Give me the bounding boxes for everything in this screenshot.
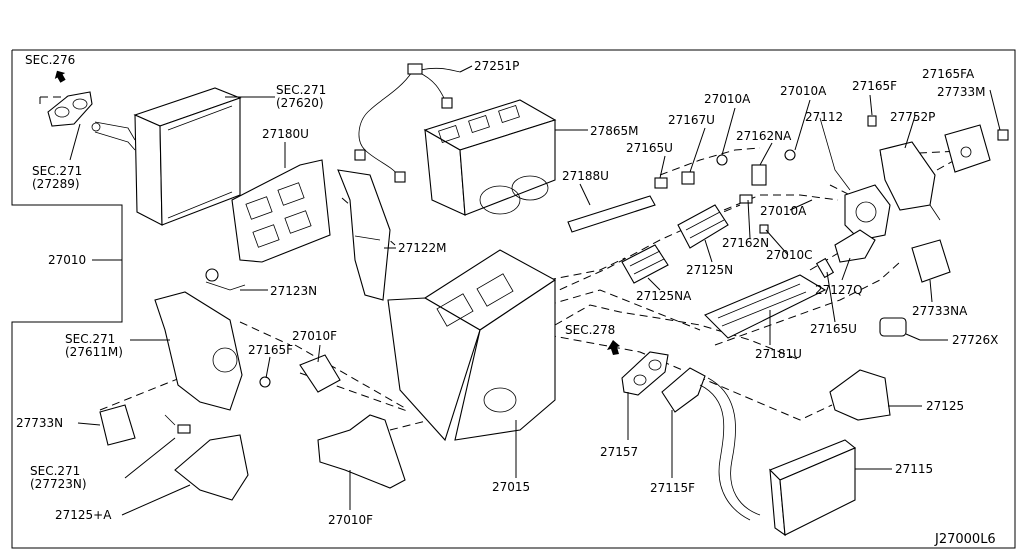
- motor-27726X-part: [879, 317, 921, 341]
- evaporator-flange-part: [47, 91, 93, 127]
- evaporator-core-part: [91, 87, 242, 226]
- label-sec278: SEC.278: [565, 323, 615, 337]
- label-27122M: 27122M: [398, 241, 447, 255]
- strip-27188U-part: [567, 195, 656, 233]
- label-sec271-mid: SEC.271: [65, 332, 115, 346]
- bracket-27010F-lower-part: [317, 414, 406, 489]
- vent-27125NA-part: [621, 244, 669, 284]
- label-ref27611M: (27611M): [65, 345, 123, 359]
- label-27165F-top: 27165F: [852, 79, 897, 93]
- sensor-27723N-part: [164, 414, 191, 434]
- label-27165U-2: 27165U: [810, 322, 857, 336]
- label-27010: 27010: [48, 253, 86, 267]
- heater-unit-27015-part: [387, 249, 557, 442]
- label-27157: 27157: [600, 445, 638, 459]
- label-27115: 27115: [895, 462, 933, 476]
- label-27010A-3: 27010A: [760, 204, 807, 218]
- part-27123N: [205, 268, 246, 291]
- grille-27181U-part: [704, 274, 827, 339]
- label-27165U-1: 27165U: [626, 141, 673, 155]
- label-27127Q: 27127Q: [815, 283, 863, 297]
- label-27726X: 27726X: [952, 333, 998, 347]
- label-ref27289: (27289): [32, 177, 80, 191]
- duct-27125A-part: [174, 434, 249, 501]
- clip-27165U-part: [815, 257, 835, 279]
- label-27167U: 27167U: [668, 113, 715, 127]
- label-27165FA: 27165FA: [922, 67, 975, 81]
- leader-lines: [69, 65, 1001, 516]
- duct-27125-part: [829, 369, 891, 421]
- label-27162N: 27162N: [722, 236, 769, 250]
- diagram-id: J27000L6: [934, 532, 996, 547]
- intake-unit-27865M-part: [423, 99, 557, 216]
- label-27188U: 27188U: [562, 169, 609, 183]
- heater-core-27115-part: [769, 439, 857, 537]
- label-27181U: 27181U: [755, 347, 802, 361]
- label-27162NA: 27162NA: [736, 129, 792, 143]
- arrow-icon: [607, 340, 620, 355]
- label-27865M: 27865M: [590, 124, 639, 138]
- label-ref27620: (27620): [276, 96, 324, 110]
- actuator-27733N-part: [99, 404, 136, 446]
- label-27123N: 27123N: [270, 284, 317, 298]
- label-27015: 27015: [492, 480, 530, 494]
- label-27010A-1: 27010A: [704, 92, 751, 106]
- label-27125N: 27125N: [686, 263, 733, 277]
- wire-harness-27251P-part: [354, 63, 461, 183]
- bracket-27752P-part: [879, 141, 941, 221]
- duct-27122M-part: [337, 169, 391, 301]
- label-27010C: 27010C: [766, 248, 813, 262]
- callout-labels: SEC.276 SEC.271 (27620) SEC.271 (27289) …: [16, 53, 998, 547]
- label-27180U: 27180U: [262, 127, 309, 141]
- label-27115F: 27115F: [650, 481, 695, 495]
- label-27010A-2: 27010A: [780, 84, 827, 98]
- gasket-27157-part: [621, 351, 669, 396]
- vent-27125N-part: [677, 204, 729, 249]
- actuator-27733M-part: [944, 124, 991, 173]
- label-27752P: 27752P: [890, 110, 935, 124]
- blower-case-27611M-part: [154, 291, 243, 411]
- label-sec276: SEC.276: [25, 53, 75, 67]
- label-27125: 27125: [926, 399, 964, 413]
- label-sec271-top: SEC.271: [276, 83, 326, 97]
- arrow-icon: [54, 70, 66, 83]
- label-27125A: 27125+A: [55, 508, 112, 522]
- bracket-27010F-upper-part: [299, 354, 341, 393]
- label-27010F-2: 27010F: [328, 513, 373, 527]
- label-27125NA: 27125NA: [636, 289, 692, 303]
- label-27010F-1: 27010F: [292, 329, 337, 343]
- label-27251P: 27251P: [474, 59, 519, 73]
- label-27165F-mid: 27165F: [248, 343, 293, 357]
- flange-27115F-part: [661, 367, 761, 521]
- motor-27112-part: [819, 117, 891, 241]
- label-27733N: 27733N: [16, 416, 63, 430]
- label-sec271-low: SEC.271: [30, 464, 80, 478]
- actuator-27733NA-part: [911, 239, 951, 283]
- diagram-frame: [11, 49, 1016, 549]
- label-27112: 27112: [805, 110, 843, 124]
- label-ref27723N: (27723N): [30, 477, 87, 491]
- grille-27180U-part: [231, 159, 331, 263]
- label-sec271-left: SEC.271: [32, 164, 82, 178]
- label-27733NA: 27733NA: [912, 304, 968, 318]
- label-27733M: 27733M: [937, 85, 986, 99]
- clips-part: [259, 115, 1009, 388]
- part-27127Q: [834, 229, 876, 263]
